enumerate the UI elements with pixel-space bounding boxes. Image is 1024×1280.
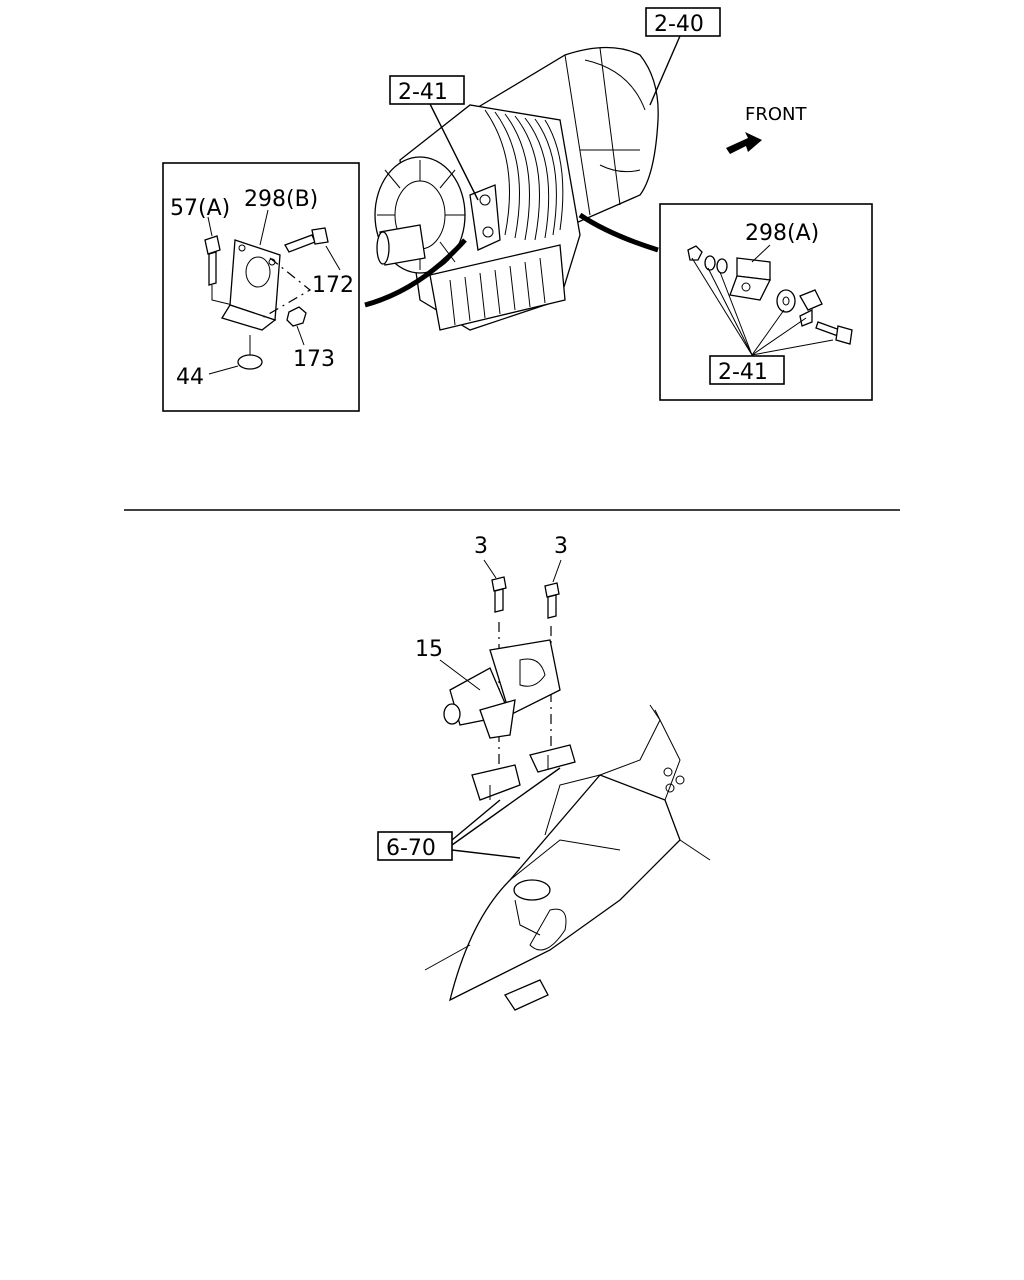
- ref-label-6-70: 6-70: [386, 836, 436, 861]
- left-inset-parts: [204, 209, 341, 375]
- lower-mount-parts: [424, 559, 711, 1011]
- label-3-left: 3: [474, 534, 488, 559]
- label-173: 173: [293, 347, 335, 372]
- ref-label-2-40: 2-40: [654, 12, 704, 37]
- label-298b: 298(B): [244, 187, 318, 212]
- ref-box-2-40: [645, 7, 721, 37]
- label-15: 15: [415, 637, 443, 662]
- label-3-right: 3: [554, 534, 568, 559]
- right-inset-parts: [687, 244, 853, 356]
- ref-box-6-70: [377, 831, 453, 861]
- label-57a: 57(A): [170, 196, 230, 221]
- ref-label-2-41-top: 2-41: [398, 80, 448, 105]
- label-172: 172: [312, 273, 354, 298]
- front-label: FRONT: [745, 104, 807, 125]
- transmission-assembly: [374, 46, 659, 331]
- ref-label-2-41-right: 2-41: [718, 360, 768, 385]
- front-arrow-icon: [726, 132, 762, 154]
- label-44: 44: [176, 365, 204, 390]
- ref-box-2-41-right: [709, 355, 785, 385]
- label-298a: 298(A): [745, 221, 819, 246]
- ref-box-2-41-top: [389, 75, 465, 105]
